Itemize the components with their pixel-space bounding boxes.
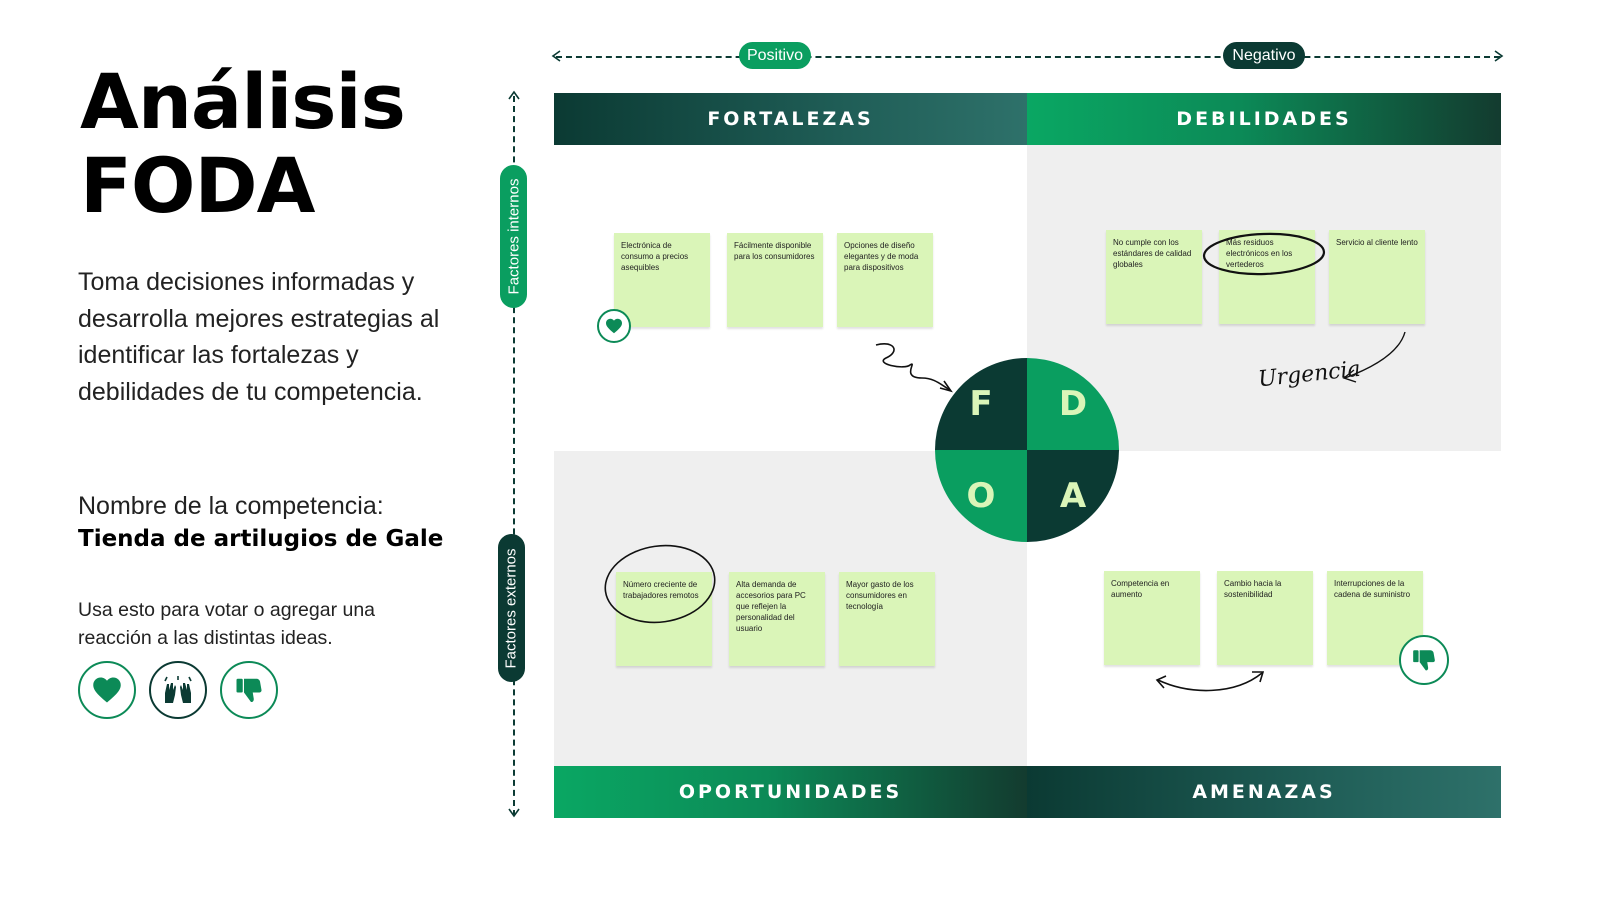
description: Toma decisiones informadas y desarrolla … (78, 268, 440, 406)
negative-label: Negativo (1223, 42, 1305, 69)
heart-icon (606, 318, 622, 334)
sticky-note[interactable]: Electrónica de consumo a precios asequib… (614, 233, 710, 327)
raised-hands-reaction-button[interactable] (149, 661, 207, 719)
sticky-note[interactable]: Opciones de diseño elegantes y de moda p… (837, 233, 933, 327)
vote-instructions: Usa esto para votar o agregar una reacci… (78, 599, 376, 649)
strengths-header: FORTALEZAS (554, 93, 1027, 145)
opportunities-header: OPORTUNIDADES (554, 766, 1027, 818)
foda-d: D (1027, 358, 1119, 450)
thumbs-down-icon (236, 678, 262, 703)
left-arrowhead-icon (551, 50, 561, 62)
page-title: Análisis FODA (80, 60, 460, 228)
heart-reaction-badge[interactable] (597, 309, 631, 343)
foda-circle: F D O A (935, 358, 1119, 542)
foda-o: O (935, 450, 1027, 542)
up-arrowhead-icon (508, 90, 520, 100)
right-arrowhead-icon (1494, 50, 1504, 62)
horizontal-axis-line (556, 56, 1500, 58)
heart-icon (93, 677, 121, 703)
foda-f: F (935, 358, 1027, 450)
sticky-note[interactable]: Alta demanda de accesorios para PC que r… (729, 572, 825, 666)
raised-hands-icon (164, 676, 192, 703)
foda-a: A (1027, 450, 1119, 542)
weaknesses-header: DEBILIDADES (1027, 93, 1501, 145)
external-factors-label: Factores externos (498, 534, 525, 682)
competition-name: Tienda de artilugios de Gale (78, 526, 444, 552)
down-arrowhead-icon (508, 808, 520, 818)
sticky-note[interactable]: Fácilmente disponible para los consumido… (727, 233, 823, 327)
thumbs-down-icon (1413, 650, 1435, 671)
thumbs-down-reaction-button[interactable] (220, 661, 278, 719)
sticky-note[interactable]: Servicio al cliente lento (1329, 230, 1425, 324)
sticky-note[interactable]: Más residuos electrónicos en los vertede… (1219, 230, 1315, 324)
competition-label: Nombre de la competencia: (78, 492, 384, 520)
title-line-2: FODA (80, 141, 315, 230)
vertical-axis-line (513, 96, 515, 816)
sticky-note[interactable]: No cumple con los estándares de calidad … (1106, 230, 1202, 324)
threats-header: AMENAZAS (1027, 766, 1501, 818)
sticky-note[interactable]: Competencia en aumento (1104, 571, 1200, 665)
positive-label: Positivo (739, 42, 811, 69)
thumbs-down-reaction-badge[interactable] (1399, 635, 1449, 685)
heart-reaction-button[interactable] (78, 661, 136, 719)
internal-factors-label: Factores internos (500, 165, 527, 308)
sticky-note[interactable]: Cambio hacia la sostenibilidad (1217, 571, 1313, 665)
title-line-1: Análisis (80, 57, 406, 146)
sticky-note[interactable]: Número creciente de trabajadores remotos (616, 572, 712, 666)
sticky-note[interactable]: Mayor gasto de los consumidores en tecno… (839, 572, 935, 666)
